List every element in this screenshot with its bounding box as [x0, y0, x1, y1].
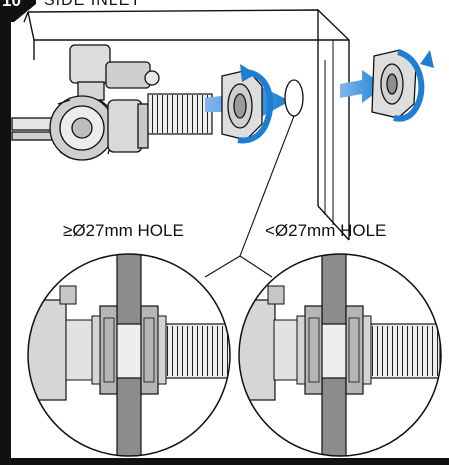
- frame-left-edge: [0, 0, 11, 465]
- inner-nut-rotation-arrow: [237, 69, 274, 144]
- small-hole-label: <Ø27mm HOLE: [265, 221, 387, 240]
- inner-nut-rotation-head: [240, 64, 256, 82]
- frame-bottom-edge: [0, 458, 449, 465]
- inlet-valve: [11, 44, 160, 161]
- detail-small-hole: [238, 253, 442, 457]
- shank-threads: [150, 95, 210, 133]
- step-number: 10: [2, 0, 21, 10]
- step-badge-shape: [0, 0, 36, 22]
- wall-hole: [284, 79, 304, 117]
- large-hole-label: ≥Ø27mm HOLE: [63, 221, 184, 240]
- outer-nut-rotation-arrow: [393, 49, 425, 122]
- outer-nut: [371, 49, 417, 119]
- outer-nut-rotation-head: [420, 50, 434, 68]
- detail-large-hole: [27, 253, 231, 457]
- callout-lines: [204, 115, 295, 278]
- step-title: SIDE INLET: [44, 0, 142, 9]
